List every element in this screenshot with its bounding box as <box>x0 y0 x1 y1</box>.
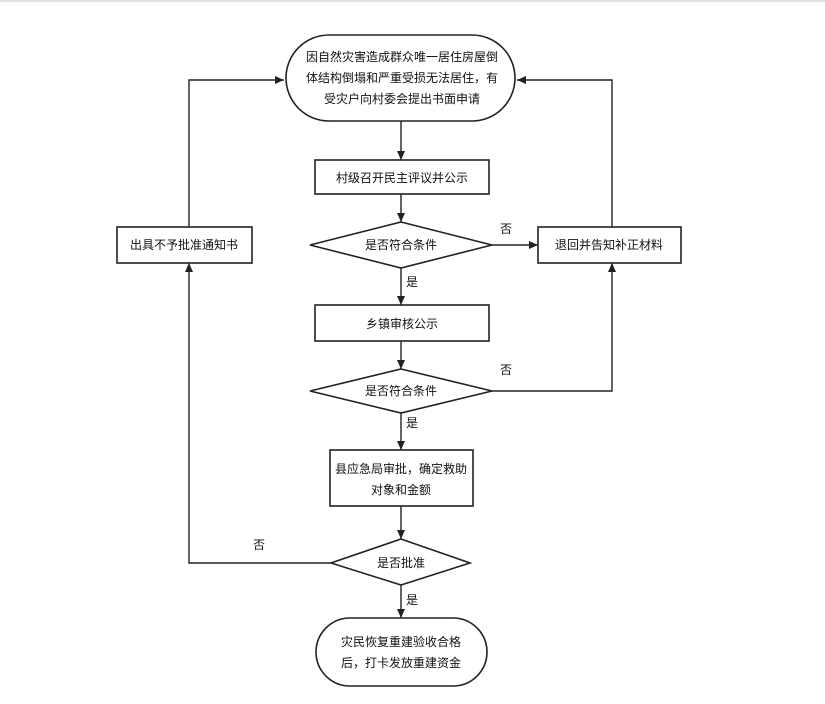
edges <box>185 76 616 618</box>
end-node: 灾民恢复重建验收合格 后，打卡发放重建资金 <box>315 617 488 687</box>
decision1-node: 是否符合条件 <box>309 221 493 269</box>
county-node: 县应急局审批，确定救助 对象和金额 <box>329 449 474 507</box>
reject-notice-label: 出具不予批准通知书 <box>130 237 238 252</box>
edge-label-yes-2: 是 <box>406 416 418 430</box>
return-materials-node: 退回并告知补正材料 <box>537 226 682 264</box>
start-line-3: 受灾户向村委会提出书面申请 <box>324 91 480 106</box>
top-border <box>0 0 825 2</box>
decision1-label: 是否符合条件 <box>365 237 437 252</box>
edge-label-yes-1: 是 <box>406 275 418 289</box>
reject-notice-node: 出具不予批准通知书 <box>116 226 253 264</box>
edge-label-yes-3: 是 <box>406 593 418 607</box>
edge-decision2-to-return <box>492 263 616 392</box>
decision2-label: 是否符合条件 <box>365 383 437 398</box>
decision2-node: 是否符合条件 <box>309 368 493 414</box>
county-line-2: 对象和金额 <box>371 482 431 497</box>
start-line-2: 体结构倒塌和严重受损无法居住，有 <box>306 70 498 85</box>
end-line-2: 后，打卡发放重建资金 <box>341 655 461 670</box>
edge-return-to-start <box>517 76 613 227</box>
village-label: 村级召开民主评议并公示 <box>336 171 468 185</box>
edge-label-no-1: 否 <box>500 222 512 236</box>
edge-label-no-2: 否 <box>500 363 512 377</box>
decision3-node: 是否批准 <box>328 538 473 586</box>
village-node: 村级召开民主评议并公示 <box>314 159 490 195</box>
county-line-1: 县应急局审批，确定救助 <box>335 461 467 476</box>
return-materials-label: 退回并告知补正材料 <box>555 238 663 252</box>
edge-decision3-to-reject <box>185 263 331 564</box>
township-node: 乡镇审核公示 <box>314 304 490 342</box>
start-line-1: 因自然灾害造成群众唯一居住房屋倒 <box>306 49 498 64</box>
decision3-label: 是否批准 <box>377 555 425 570</box>
edge-label-no-3: 否 <box>253 538 265 552</box>
start-node: 因自然灾害造成群众唯一居住房屋倒 体结构倒塌和严重受损无法居住，有 受灾户向村委… <box>285 34 516 122</box>
end-line-1: 灾民恢复重建验收合格 <box>341 634 461 649</box>
township-label: 乡镇审核公示 <box>366 316 438 331</box>
edge-reject-to-start <box>188 76 284 227</box>
